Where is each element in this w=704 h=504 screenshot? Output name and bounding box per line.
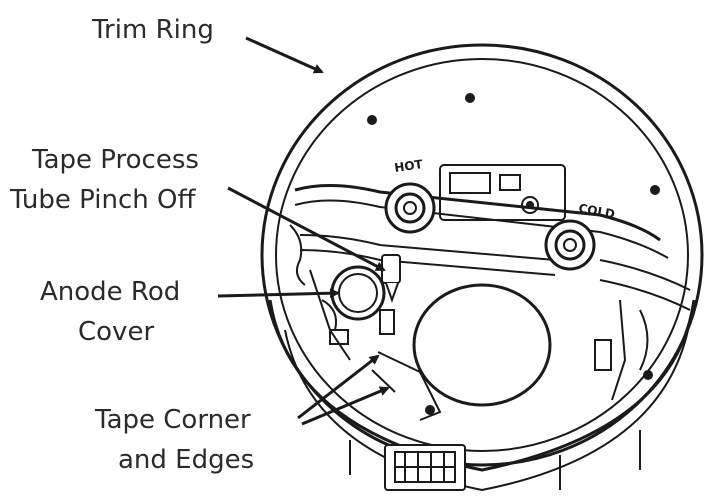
screw-dot	[367, 115, 377, 125]
screw-dot	[425, 405, 435, 415]
heater-body	[260, 43, 704, 492]
cold-label: COLD	[577, 201, 616, 221]
screw-dot	[465, 93, 475, 103]
arrow-tape-corner-a	[297, 354, 380, 420]
cold-fitting: COLD	[544, 201, 616, 271]
anode-rod-cover	[330, 265, 386, 321]
hot-fitting: HOT	[384, 157, 436, 234]
process-tube-pinch-off	[381, 254, 401, 304]
arrow-anode-rod	[217, 288, 340, 299]
top-plate-details	[289, 93, 691, 415]
body-lower-rim	[284, 329, 689, 492]
callout-tape-corner-line1: Tape Corner	[94, 405, 251, 435]
callout-trim-ring: Trim Ring	[91, 15, 214, 45]
callout-anode-line1: Anode Rod	[40, 277, 180, 307]
bottom-connector	[384, 444, 466, 491]
callout-anode-line2: Cover	[78, 317, 154, 347]
callout-tape-process-line2: Tube Pinch Off	[9, 185, 196, 215]
hot-label: HOT	[393, 157, 424, 175]
center-module	[412, 283, 552, 407]
trim-ring-inner	[275, 58, 689, 452]
tape-corner	[371, 351, 442, 421]
callout-tape-process-line1: Tape Process	[31, 145, 199, 175]
arrow-tape-corner-b	[301, 386, 390, 426]
screw-dot	[643, 370, 653, 380]
screw-dot	[650, 185, 660, 195]
leader-arrows	[217, 36, 390, 426]
arrow-trim-ring	[245, 36, 324, 74]
arrow-tape-process	[227, 186, 386, 272]
callout-tape-corner-line2: and Edges	[118, 445, 254, 475]
